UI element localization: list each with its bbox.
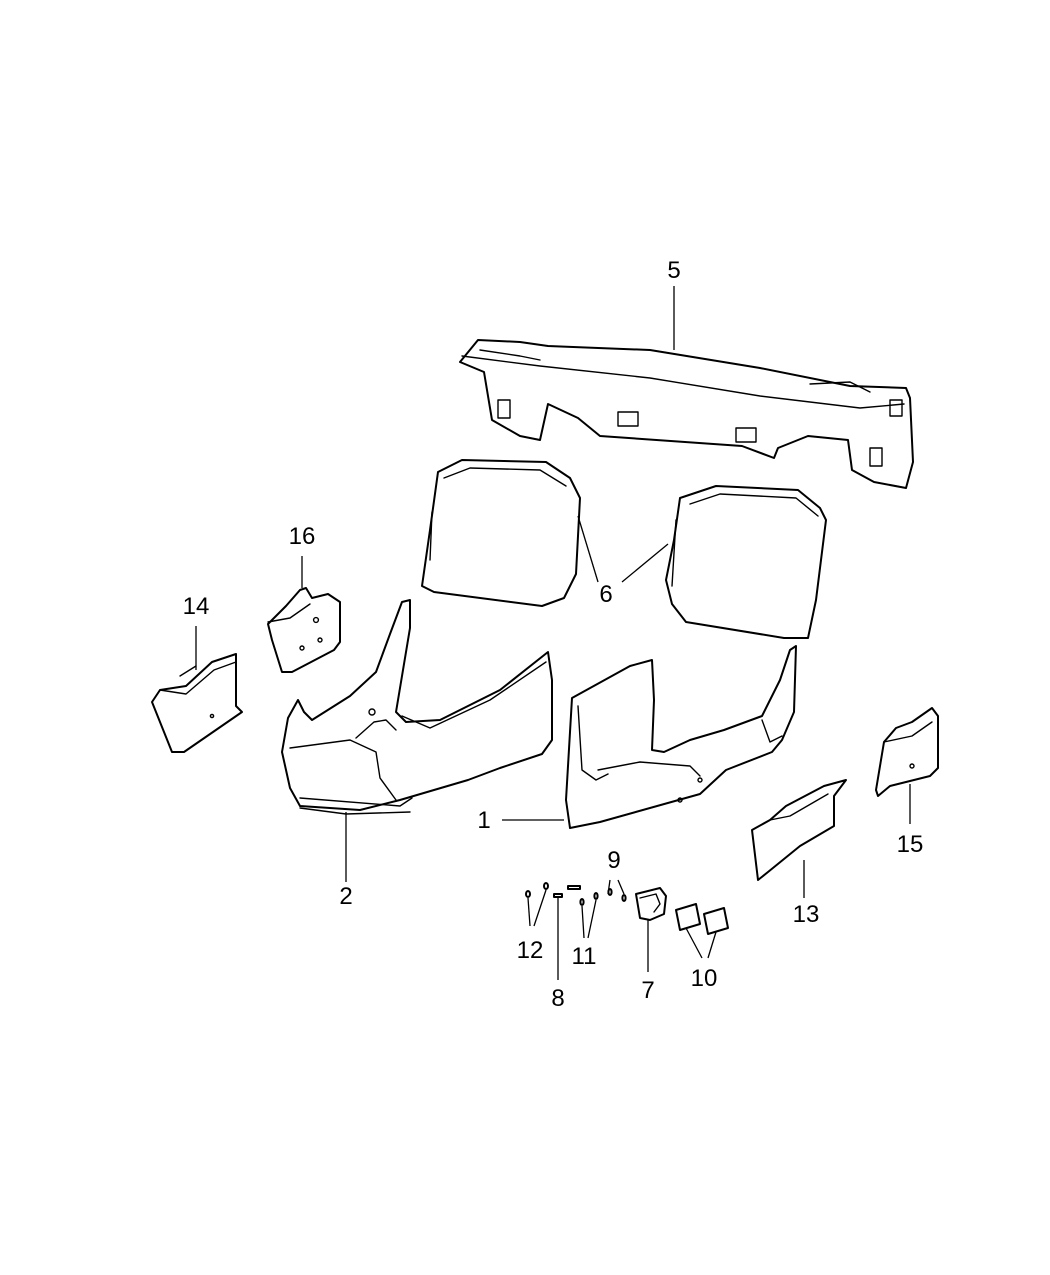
callout-10: 10 <box>691 965 718 992</box>
part-7-clip-bracket <box>635 887 667 921</box>
part-14-bracket-pad <box>151 653 243 753</box>
part-6-right-seat-pad <box>665 485 827 639</box>
callout-6: 6 <box>599 581 612 608</box>
callout-15: 15 <box>897 831 924 858</box>
callout-13: 13 <box>793 901 820 928</box>
callout-1: 1 <box>477 807 490 834</box>
callout-9: 9 <box>607 847 620 874</box>
callout-8: 8 <box>551 985 564 1012</box>
callout-11: 11 <box>572 943 597 970</box>
part-15-bracket-pad <box>875 707 939 797</box>
leader-lines <box>195 286 911 980</box>
part-2-left-floor-silencer <box>281 599 553 815</box>
part-16-bracket-pad <box>267 587 341 673</box>
part-13-bracket-pad <box>751 779 847 881</box>
callout-14: 14 <box>183 593 210 620</box>
part-6-left-seat-pad <box>421 459 581 607</box>
part-10-small-pads <box>675 903 729 935</box>
callout-2: 2 <box>339 883 352 910</box>
fasteners <box>525 882 627 906</box>
callout-5: 5 <box>667 257 680 284</box>
part-1-right-floor-silencer <box>565 645 797 829</box>
part-5-rear-panel-silencer <box>459 339 914 489</box>
callout-12: 12 <box>517 937 544 964</box>
callout-7: 7 <box>641 977 654 1004</box>
callouts: 5 6 16 14 1 2 15 13 9 12 11 8 7 10 <box>183 257 924 1012</box>
callout-16: 16 <box>289 523 316 550</box>
